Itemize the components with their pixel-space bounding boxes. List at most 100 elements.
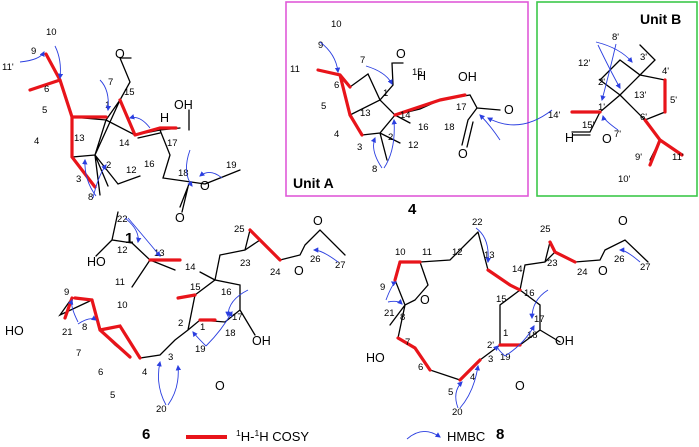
c8-n14: 14	[512, 264, 523, 275]
c6-n9: 9	[64, 287, 69, 298]
c4-n14: 14	[400, 110, 411, 121]
compound-8-label: 8	[496, 426, 504, 443]
c6-n12: 12	[117, 245, 128, 256]
c4-p3: 3'	[640, 52, 647, 63]
c4-p14: 14'	[548, 110, 561, 121]
c4-p2: 2'	[598, 77, 605, 88]
c6-n27: 27	[335, 260, 346, 271]
c4-OH: OH	[458, 70, 477, 84]
c4-n8: 8	[372, 164, 377, 175]
c4-n6: 6	[334, 80, 339, 91]
c1-n10: 10	[46, 27, 57, 38]
c4-p11: 11'	[672, 152, 684, 163]
c4-n15: 15	[412, 67, 423, 78]
c4-p9: 9'	[635, 152, 642, 163]
c4-n10: 10	[331, 19, 342, 30]
legend-hmbc-label: HMBC	[447, 429, 485, 444]
c8-n5: 5	[448, 387, 453, 398]
c4-n13: 13	[360, 108, 371, 119]
c8-n6: 6	[418, 362, 423, 373]
compound-1: O H OH O O 10 9 11' 6 7 5 13 4 3 8 2 12 …	[2, 27, 241, 247]
c8-O24: O	[598, 264, 608, 278]
c6-n4: 4	[142, 367, 147, 378]
c6-OH-17: OH	[252, 334, 271, 348]
c6-n6: 6	[98, 367, 103, 378]
unit-b-box	[536, 1, 698, 197]
c4-n12: 12	[408, 140, 419, 151]
c6-n2: 2	[178, 318, 183, 329]
c1-n13: 13	[74, 133, 85, 144]
c4-n18: 18	[444, 122, 455, 133]
compound-8: O HO OH O O O 10 11 9 12 22 13 14 21 8 7…	[366, 214, 651, 443]
compound-4: Unit A Unit B O H OH O O 10 9 11 6 7 5 1…	[285, 1, 698, 218]
c4-p1: 1'	[598, 102, 605, 113]
c8-n11: 11	[422, 247, 432, 258]
c8-n21: 21	[384, 308, 395, 319]
c4-O15: O	[396, 47, 406, 61]
c6-n25: 25	[234, 224, 245, 235]
c1-n8: 8	[88, 192, 93, 203]
c1-n5: 5	[42, 105, 47, 116]
c6-n1: 1	[200, 322, 205, 333]
c8-O18: O	[515, 379, 525, 393]
c4-p10: 10'	[618, 174, 631, 185]
c8-n8: 8	[400, 312, 405, 323]
compound-1-label: 1	[125, 230, 133, 247]
c1-n2: 2	[106, 160, 111, 171]
c8-n22: 22	[472, 217, 483, 228]
c4-O-carbonyl: O	[458, 147, 468, 161]
unit-a-label: Unit A	[293, 175, 334, 191]
c8-O: O	[420, 293, 430, 307]
c1-n14: 14	[119, 138, 130, 149]
c6-n18: 18	[225, 328, 236, 339]
c4-p8: 8'	[612, 32, 619, 43]
c4-p15: 15'	[582, 120, 595, 131]
c6-n11: 11	[115, 277, 125, 288]
legend-hmbc-arrow	[406, 431, 441, 440]
c6-n16: 16	[221, 287, 232, 298]
c4-p7: 7'	[614, 129, 621, 140]
c6-HO-21: HO	[5, 324, 24, 338]
c6-n13: 13	[154, 248, 165, 259]
c6-n22: 22	[117, 214, 128, 225]
c8-n12: 12	[452, 247, 463, 258]
c6-O18: O	[215, 379, 225, 393]
c6-n23: 23	[240, 258, 251, 269]
c8-O26: O	[618, 214, 628, 228]
c8-n13: 13	[484, 250, 495, 261]
c4-n3: 3	[357, 142, 362, 153]
legend-cosy-end: H COSY	[259, 429, 309, 444]
c6-n19: 19	[195, 344, 206, 355]
c8-n24: 24	[577, 267, 588, 278]
c4-pO: O	[602, 132, 612, 146]
c8-n18: 18	[527, 330, 538, 341]
c1-n19: 19	[226, 160, 237, 171]
c1-O-ester: O	[200, 179, 210, 193]
c8-n3: 3	[488, 354, 493, 365]
c8-n27: 27	[640, 262, 651, 273]
c1-n18: 18	[178, 168, 189, 179]
c8-HO: HO	[366, 351, 385, 365]
c1-n11: 11'	[2, 62, 14, 73]
c6-n15: 15	[190, 282, 201, 293]
c1-n6: 6	[44, 84, 49, 95]
c4-p13: 13'	[634, 90, 647, 101]
legend-cosy-label: 1H-1H COSY	[236, 428, 309, 444]
c8-n20: 20	[452, 407, 463, 418]
c4-n7: 7	[360, 55, 365, 66]
c6-HO-11: HO	[87, 255, 106, 269]
c8-n1: 1	[503, 328, 508, 339]
c4-p4: 4'	[662, 66, 669, 77]
c6-n20: 20	[156, 404, 167, 415]
c8-n19: 19	[500, 352, 511, 363]
c4-n4: 4	[334, 129, 339, 140]
unit-a-box	[285, 1, 529, 197]
legend-cosy-sup2: 1	[254, 428, 259, 438]
c6-n7: 7	[76, 348, 81, 359]
c6-n24: 24	[270, 267, 281, 278]
c8-n16: 16	[524, 288, 535, 299]
legend-cosy-mid: H-	[241, 429, 255, 444]
c6-n21: 21	[62, 327, 73, 338]
c4-O-ester: O	[504, 103, 514, 117]
